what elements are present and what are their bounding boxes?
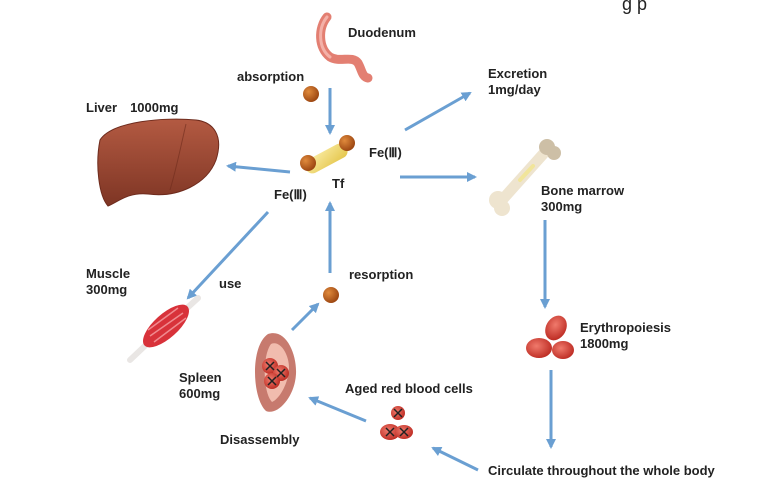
excretion-value: 1mg/day [488,82,541,97]
arrow-circulation-to-aged-rbc [431,446,479,472]
use-label: use [219,276,242,291]
disassembly-label: Disassembly [220,432,300,447]
transferrin-iron-lower [300,155,316,171]
erythropoiesis-title: Erythropoiesis [580,320,672,335]
muscle-illustration [127,295,201,363]
erythropoiesis-rbc-cluster [526,315,574,359]
muscle-value: 300mg [86,282,128,297]
aged-rbc-label: Aged red blood cells [345,381,473,396]
bone-marrow-value: 300mg [541,199,583,214]
duodenum-highlight [319,15,332,59]
circulate-label: Circulate throughout the whole body [488,463,715,478]
liver-label: Liver 1000mg [86,100,179,115]
muscle-title: Muscle [86,266,131,281]
resorption-label: resorption [349,267,414,282]
arrow-to-liver [226,161,291,174]
aged-rbc-cluster [380,406,413,440]
absorption-label: absorption [237,69,305,84]
bone-illustration [489,139,561,216]
bone-marrow-title: Bone marrow [541,183,625,198]
arrow-aged-rbc-to-spleen [308,396,367,423]
arrow-to-excretion [404,91,472,132]
erythropoiesis-value: 1800mg [580,336,629,351]
arrow-to-muscle [186,210,270,300]
excretion-title: Excretion [488,66,548,81]
flow-arrows [186,88,556,472]
iron-resorption-dot [323,287,339,303]
fe-left-label: Fe(Ⅲ) [274,187,307,202]
liver-lobe-line [169,123,187,191]
tf-label: Tf [332,176,345,191]
corner-cut-text: g p [622,0,648,14]
arrow-spleen-to-iron [290,302,320,332]
duodenum-label: Duodenum [348,25,416,40]
liver-illustration [97,118,220,207]
transferrin-iron-upper [339,135,355,151]
fe-right-label: Fe(Ⅲ) [369,145,402,160]
spleen-illustration [255,333,297,412]
spleen-title: Spleen [179,370,222,385]
spleen-value: 600mg [179,386,221,401]
iron-absorption-dot [303,86,319,102]
transferrin-illustration [300,135,355,174]
